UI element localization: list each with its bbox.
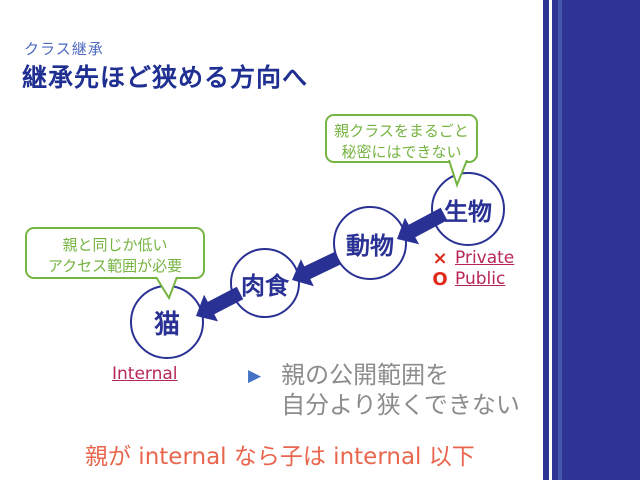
cross-icon: × <box>432 248 448 269</box>
class-node-label: 猫 <box>153 309 180 340</box>
access-label-public: Public <box>455 269 506 289</box>
callout-line: 親クラスをまるごと <box>334 122 469 140</box>
class-node-doubutsu: 動物 <box>333 206 407 280</box>
page-title: 継承先ほど狭める方向へ <box>22 63 309 92</box>
access-row-public: O Public <box>432 269 514 290</box>
callout-cannot-hide-parent: 親クラスをまるごと 秘密にはできない <box>325 114 478 163</box>
class-node-label: 生物 <box>444 197 492 226</box>
bullet-line: 親の公開範囲を <box>281 361 450 389</box>
class-node-seibutsu: 生物 <box>431 172 505 246</box>
class-node-label: 肉食 <box>241 271 289 300</box>
access-label-internal: Internal <box>112 364 178 384</box>
footer-note: 親が internal なら子は internal 以下 <box>85 444 475 470</box>
bullet-line: 自分より狭くできない <box>281 391 520 419</box>
access-row-private: × Private <box>432 248 515 269</box>
edge-bar-thin <box>543 0 549 480</box>
callout-line: 秘密にはできない <box>341 143 462 161</box>
callout-line: アクセス範囲が必要 <box>47 257 183 275</box>
edge-bar-main <box>552 0 640 480</box>
bullet-statement: ▶ 親の公開範囲を 自分より狭くできない <box>248 360 520 420</box>
class-node-label: 動物 <box>346 231 394 260</box>
callout-access-range-needed: 親と同じか低い アクセス範囲が必要 <box>25 227 205 279</box>
callout-line: 親と同じか低い <box>62 236 168 254</box>
access-annotations: × Private O Public <box>432 249 514 291</box>
class-node-nikushoku: 肉食 <box>230 248 300 318</box>
access-label-private: Private <box>455 248 515 268</box>
circle-icon: O <box>432 269 448 290</box>
bullet-text: 親の公開範囲を 自分より狭くできない <box>281 360 520 420</box>
slide-kicker: クラス継承 <box>24 40 104 58</box>
edge-bar-stripe <box>558 0 562 480</box>
class-node-neko: 猫 <box>130 285 204 359</box>
triangle-bullet-icon: ▶ <box>248 366 262 386</box>
